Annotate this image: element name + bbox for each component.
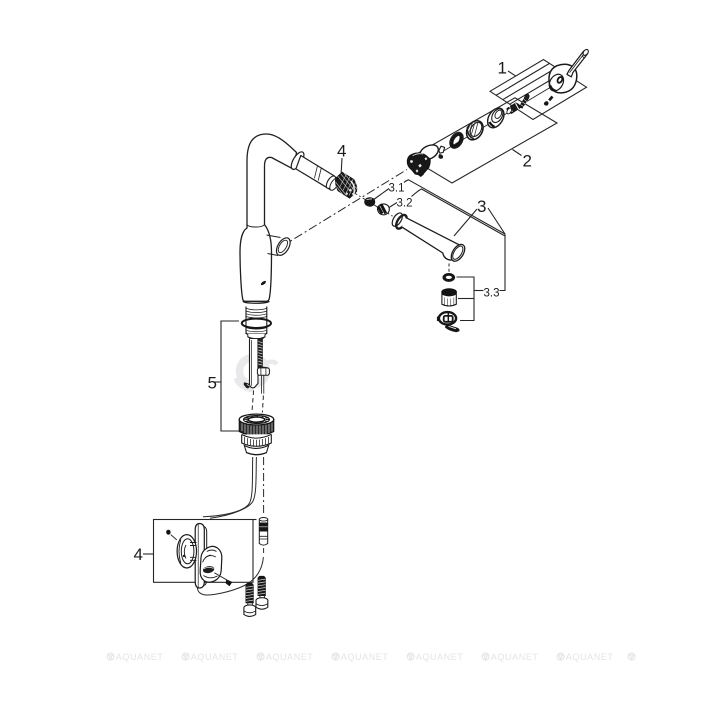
svg-text:3.3: 3.3 xyxy=(484,288,500,300)
svg-text:AQUANET: AQUANET xyxy=(116,652,164,662)
svg-text:4: 4 xyxy=(337,142,346,161)
svg-text:AQUANET: AQUANET xyxy=(566,652,614,662)
svg-text:AQUANET: AQUANET xyxy=(266,652,314,662)
svg-text:2: 2 xyxy=(523,152,532,171)
svg-text:3.2: 3.2 xyxy=(397,198,413,210)
svg-text:AQUANET: AQUANET xyxy=(416,652,464,662)
svg-text:AQUANET: AQUANET xyxy=(341,652,389,662)
svg-text:3: 3 xyxy=(477,197,486,216)
svg-text:AQUANET: AQUANET xyxy=(191,652,239,662)
svg-text:4: 4 xyxy=(134,545,143,564)
svg-text:1: 1 xyxy=(498,59,507,78)
svg-text:3.1: 3.1 xyxy=(389,183,405,195)
svg-text:AQUANET: AQUANET xyxy=(491,652,539,662)
svg-text:5: 5 xyxy=(208,374,217,393)
